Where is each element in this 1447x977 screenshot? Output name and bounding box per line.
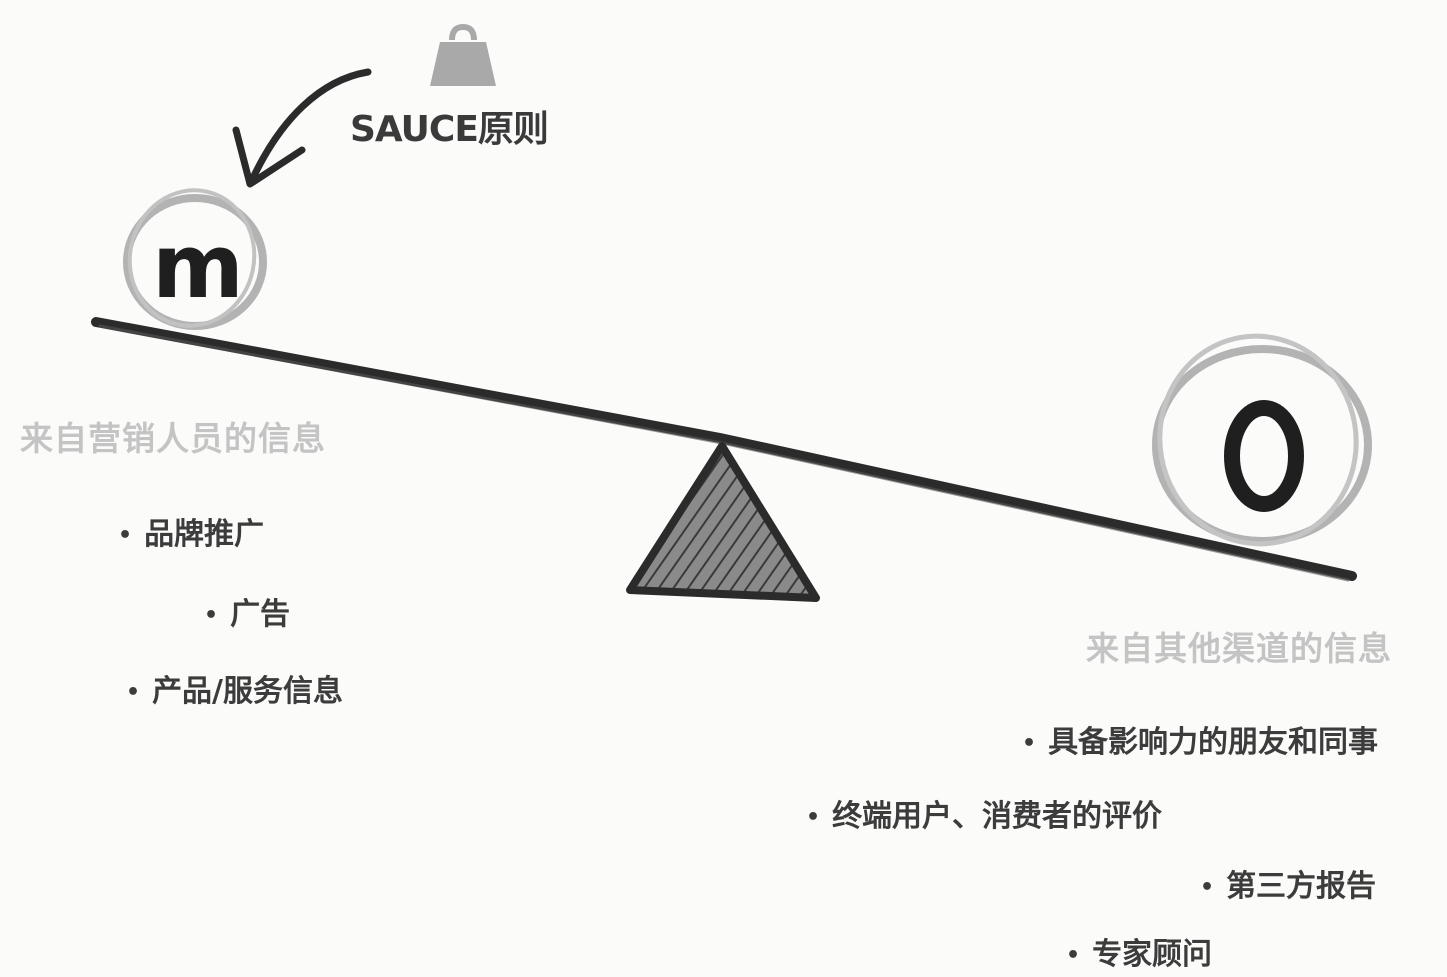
right-item: •专家顾问	[1066, 937, 1213, 972]
bullet-dot: •	[126, 679, 141, 705]
bullet-dot: •	[1022, 730, 1037, 756]
left-item: •产品/服务信息	[126, 674, 344, 709]
right-ball	[1152, 333, 1372, 547]
bullet-dot: •	[1200, 874, 1215, 900]
left-item: •广告	[204, 597, 291, 632]
right-ball-letter-mark	[1224, 400, 1304, 512]
right-item: •第三方报告	[1200, 869, 1377, 904]
left-group-label: 来自营销人员的信息	[20, 419, 326, 458]
left-item: •品牌推广	[118, 517, 265, 552]
diagram-title: SAUCE原则	[350, 109, 549, 150]
right-item: •具备影响力的朋友和同事	[1022, 725, 1379, 760]
bullet-dot: •	[1066, 942, 1081, 968]
curved-arrow-icon	[232, 68, 372, 188]
left-ball-letter: m	[152, 215, 244, 318]
left-ball: m	[123, 188, 267, 330]
right-group-label: 来自其他渠道的信息	[1086, 629, 1392, 668]
bullet-dot: •	[118, 522, 133, 548]
right-item: •终端用户、消费者的评价	[806, 799, 1163, 834]
bullet-dot: •	[806, 804, 821, 830]
weight-icon	[430, 23, 496, 86]
fulcrum-triangle-icon	[626, 442, 820, 602]
bullet-dot: •	[204, 602, 219, 628]
